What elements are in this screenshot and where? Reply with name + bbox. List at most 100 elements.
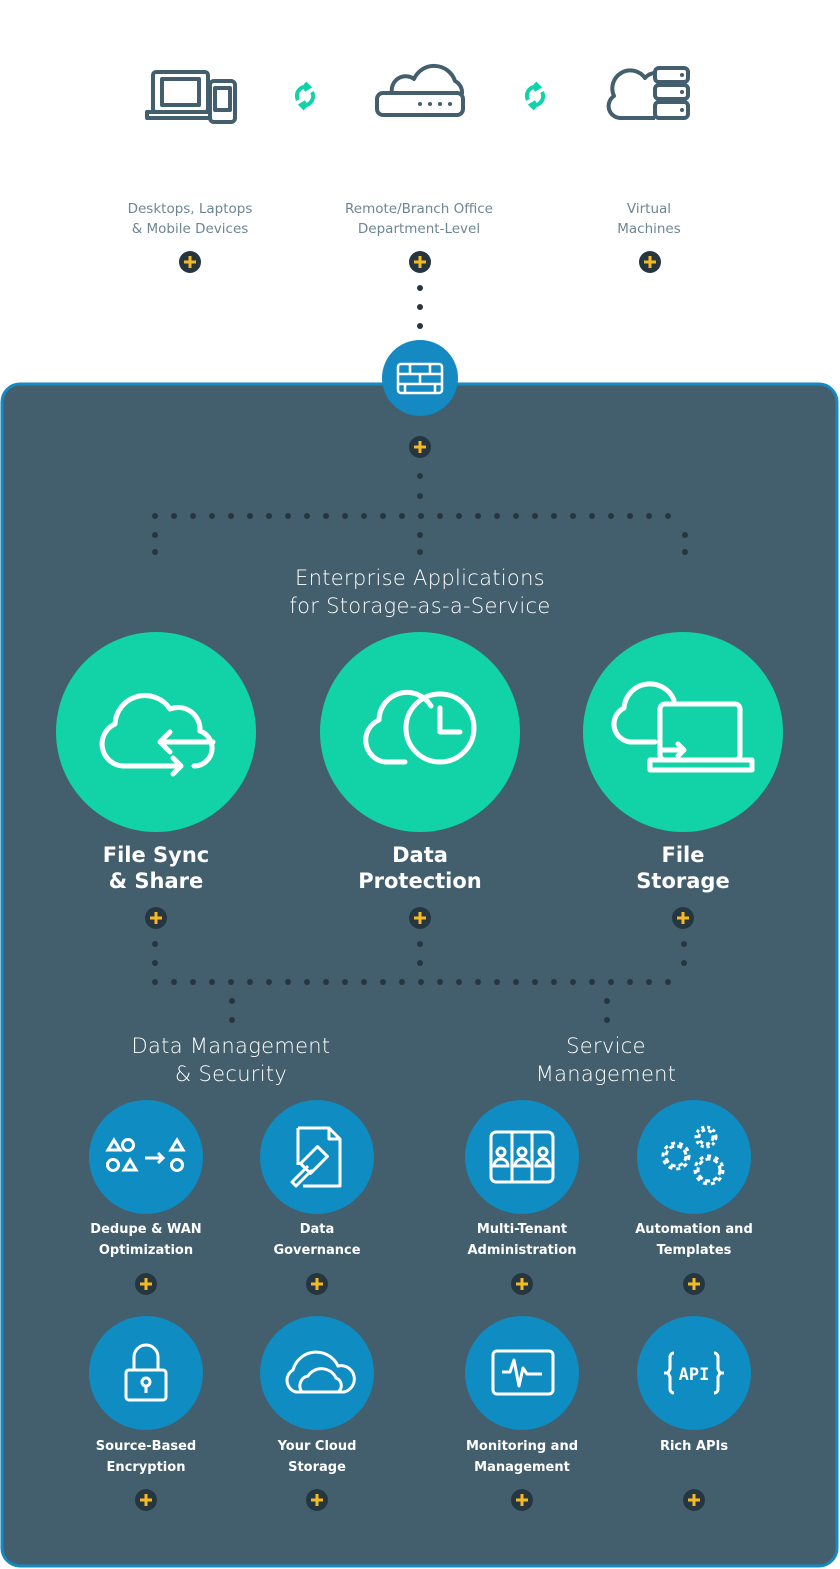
monitor-pulse-icon bbox=[465, 1316, 579, 1430]
connector-dot bbox=[665, 513, 671, 519]
plus-icon[interactable] bbox=[179, 251, 201, 273]
connector-dot bbox=[417, 493, 423, 499]
label-line: File Sync bbox=[102, 843, 210, 867]
plus-icon[interactable] bbox=[683, 1273, 705, 1295]
plus-icon[interactable] bbox=[145, 907, 167, 929]
plus-icon[interactable] bbox=[135, 1273, 157, 1295]
label-line: Administration bbox=[467, 1243, 577, 1258]
connector-dot bbox=[418, 979, 424, 985]
connector-dot bbox=[361, 513, 367, 519]
feature-label-rich-apis: Rich APIs bbox=[660, 1436, 728, 1457]
connector-dot bbox=[551, 513, 557, 519]
connector-dot bbox=[551, 979, 557, 985]
plus-icon[interactable] bbox=[511, 1273, 533, 1295]
plus-icon[interactable] bbox=[683, 1489, 705, 1511]
source-label-desktops: Desktops, Laptops& Mobile Devices bbox=[128, 199, 253, 239]
connector-dot bbox=[190, 979, 196, 985]
connector-dot bbox=[323, 979, 329, 985]
label-line: Data bbox=[299, 1222, 335, 1237]
label-line: Department-Level bbox=[357, 221, 481, 237]
label-line: Machines bbox=[617, 221, 681, 237]
connector-dot bbox=[152, 513, 158, 519]
sync-icon bbox=[524, 81, 546, 111]
title-line: Data Management bbox=[131, 1034, 331, 1058]
connector-dot bbox=[417, 323, 423, 329]
connector-dot bbox=[229, 998, 235, 1004]
dedupe-icon bbox=[89, 1100, 203, 1214]
connector-dot bbox=[304, 979, 310, 985]
label-line: Source-Based bbox=[95, 1439, 197, 1454]
connector-dot bbox=[152, 532, 158, 538]
api-icon: API bbox=[637, 1316, 751, 1430]
connector-dot bbox=[228, 513, 234, 519]
plus-icon[interactable] bbox=[306, 1489, 328, 1511]
connector-dot bbox=[682, 532, 688, 538]
plus-icon[interactable] bbox=[409, 436, 431, 458]
label-line: Data bbox=[392, 843, 448, 867]
cloud-appliance-icon bbox=[375, 63, 465, 117]
connector-dot bbox=[417, 960, 423, 966]
label-line: Storage bbox=[288, 1460, 346, 1475]
label-line: Protection bbox=[358, 869, 482, 893]
connector-dot bbox=[209, 979, 215, 985]
connector-dot bbox=[494, 979, 500, 985]
connector-dot bbox=[417, 549, 423, 555]
connector-dot bbox=[304, 513, 310, 519]
title-line: & Security bbox=[174, 1062, 288, 1086]
label-line: Monitoring and bbox=[465, 1439, 579, 1454]
label-line: Encryption bbox=[106, 1460, 186, 1475]
plus-icon[interactable] bbox=[672, 907, 694, 929]
data-management-title: Data Management & Security bbox=[132, 1032, 331, 1088]
connector-dot bbox=[152, 549, 158, 555]
connector-dot bbox=[646, 513, 652, 519]
sync-icon bbox=[294, 81, 316, 111]
connector-dot bbox=[604, 1017, 610, 1023]
connector-dot bbox=[589, 513, 595, 519]
connector-dot bbox=[380, 513, 386, 519]
cloud-sync-icon bbox=[56, 632, 256, 832]
title-line: Management bbox=[535, 1062, 677, 1086]
connector-dot bbox=[342, 513, 348, 519]
connector-dot bbox=[361, 979, 367, 985]
title-line: Enterprise Applications bbox=[295, 566, 545, 590]
connector-dot bbox=[247, 979, 253, 985]
cloud-server-icon bbox=[606, 66, 690, 120]
cloud-clock-icon bbox=[320, 632, 520, 832]
connector-dot bbox=[604, 998, 610, 1004]
laptop-mobile-icon bbox=[145, 70, 237, 124]
plus-icon[interactable] bbox=[135, 1489, 157, 1511]
connector-dot bbox=[152, 941, 158, 947]
connector-dot bbox=[190, 513, 196, 519]
title-line: for Storage-as-a-Service bbox=[289, 594, 551, 618]
label-line: Remote/Branch Office bbox=[345, 201, 493, 217]
connector-dot bbox=[152, 960, 158, 966]
plus-icon[interactable] bbox=[639, 251, 661, 273]
plus-icon[interactable] bbox=[409, 907, 431, 929]
connector-dot bbox=[589, 979, 595, 985]
label-line: Templates bbox=[656, 1243, 732, 1258]
connector-dot bbox=[417, 285, 423, 291]
plus-icon[interactable] bbox=[409, 251, 431, 273]
connector-dot bbox=[475, 513, 481, 519]
plus-icon[interactable] bbox=[306, 1273, 328, 1295]
label-line: Desktops, Laptops bbox=[127, 201, 253, 217]
connector-dot bbox=[285, 979, 291, 985]
label-line: Automation and bbox=[635, 1222, 753, 1237]
label-line: Virtual bbox=[626, 201, 672, 217]
label-line: Dedupe & WAN bbox=[90, 1222, 202, 1237]
label-line: Storage bbox=[636, 869, 730, 893]
gavel-document-icon bbox=[260, 1100, 374, 1214]
connector-dot bbox=[513, 979, 519, 985]
connector-dot bbox=[323, 513, 329, 519]
connector-dot bbox=[608, 513, 614, 519]
plus-icon[interactable] bbox=[511, 1489, 533, 1511]
connector-dot bbox=[209, 513, 215, 519]
